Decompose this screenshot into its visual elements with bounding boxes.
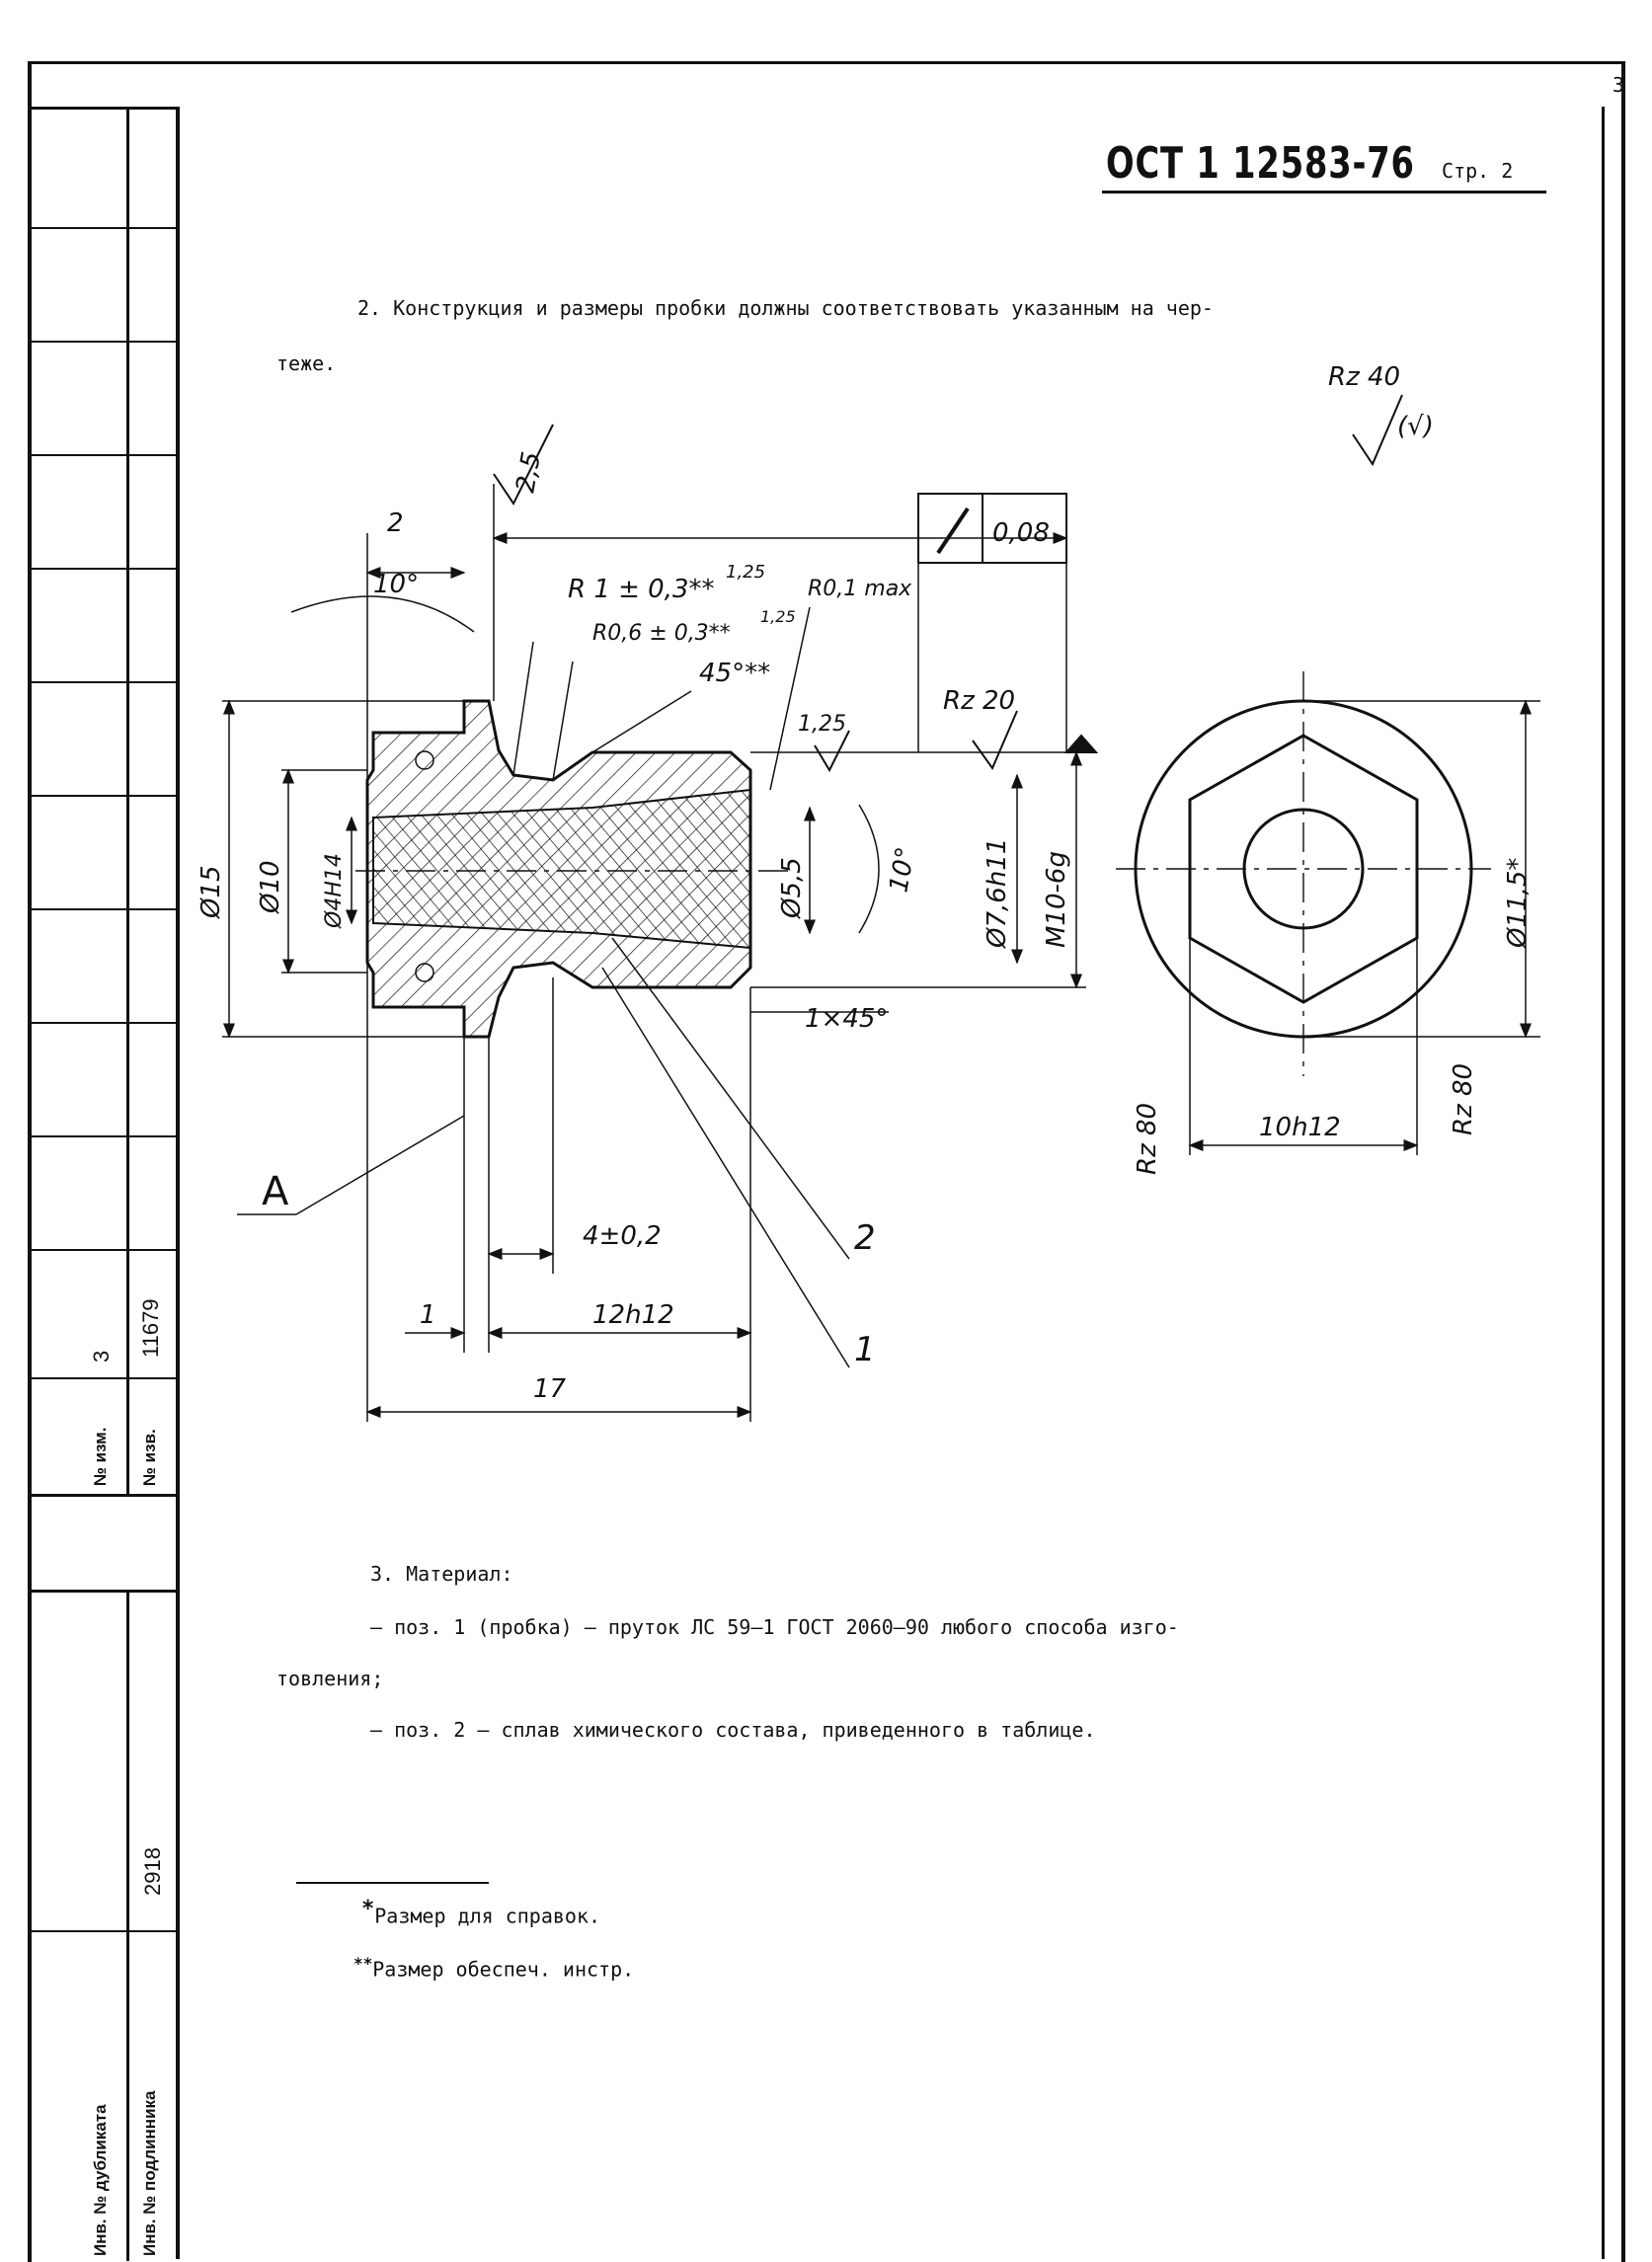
label-flatness: 0,08 <box>992 518 1050 548</box>
label-pos1: 1 <box>854 1330 876 1369</box>
label-original: Инв. № подлинника <box>140 2090 159 2256</box>
label-45: 45°** <box>699 659 770 688</box>
label-10deg: 10° <box>373 570 419 599</box>
label-r1-rough: 1,25 <box>726 562 765 583</box>
header-underline <box>1102 191 1546 194</box>
inv-no: 2918 <box>140 1847 165 1896</box>
label-d15: Ø15 <box>197 865 226 919</box>
label-r06: R0,6 ± 0,3** <box>592 621 731 646</box>
page-label: Стр. 2 <box>1442 159 1514 183</box>
label-r06-rough: 1,25 <box>760 607 796 626</box>
footnote-2-mark: ** <box>354 1954 373 1973</box>
label-rz40-alt: (√) <box>1397 412 1434 441</box>
footnote-1-mark: * <box>361 1897 375 1921</box>
standard-code: ОСТ 1 12583-76 <box>1106 138 1415 189</box>
label-rz20: Rz 20 <box>943 686 1015 716</box>
paragraph3-item2: – поз. 2 – сплав химического состава, пр… <box>370 1718 1096 1742</box>
label-d76: Ø7,6h11 <box>983 838 1012 949</box>
label-r1: R 1 ± 0,3** <box>568 575 715 604</box>
label-1: 1 <box>420 1300 436 1330</box>
label-hex: 10h12 <box>1259 1113 1341 1142</box>
label-17: 17 <box>533 1374 567 1404</box>
label-125: 1,25 <box>798 712 846 737</box>
label-view-a: А <box>262 1169 289 1214</box>
label-d115: Ø11,5* <box>1503 858 1533 949</box>
paragraph2-line1: 2. Конструкция и размеры пробки должны с… <box>357 296 1214 320</box>
label-10deg-b: 10° <box>884 845 921 896</box>
footnote-2-text: Размер обеспеч. инстр. <box>372 1957 635 1982</box>
drawing-labels: Rz 40 (√) 2,5 2 10° 0,08 R 1 ± 0,3** 1,2… <box>197 362 1533 1404</box>
footnote-separator <box>296 1882 489 1884</box>
footnote-1-text: Размер для справок. <box>374 1904 601 1928</box>
label-chamfer1: 1×45° <box>805 1004 888 1034</box>
label-d4: Ø4H14 <box>322 853 347 929</box>
footnote-2: **Размер обеспеч. инстр. <box>354 1950 634 1984</box>
label-12: 12h12 <box>592 1300 674 1330</box>
technical-drawing: Rz 40 (√) 2,5 2 10° 0,08 R 1 ± 0,3** 1,2… <box>197 362 1540 1422</box>
label-r01: R0,1 max <box>808 577 912 601</box>
paragraph3-item1-line1: – поз. 1 (пробка) – пруток ЛС 59–1 ГОСТ … <box>370 1615 1179 1639</box>
footnote-1: *Размер для справок. <box>361 1896 600 1930</box>
label-2-5: 2,5 <box>511 449 547 495</box>
sheet-number: 3 <box>1612 73 1624 97</box>
label-2: 2 <box>387 508 404 538</box>
paragraph3-title: 3. Материал: <box>370 1562 513 1586</box>
label-4: 4±0,2 <box>583 1221 662 1251</box>
inner-frame <box>176 107 1605 2259</box>
label-duplicate: Инв. № дубликата <box>91 2104 110 2256</box>
label-rz40: Rz 40 <box>1328 362 1400 392</box>
paragraph2-line2: теже. <box>276 351 337 375</box>
standard-header: ОСТ 1 12583-76 Стр. 2 <box>1106 138 1513 189</box>
insert-section <box>372 788 751 950</box>
label-pos2: 2 <box>854 1218 876 1258</box>
label-m10: M10-6g <box>1042 851 1071 948</box>
label-rz80b: Rz 80 <box>1449 1063 1478 1135</box>
label-rz80a: Rz 80 <box>1133 1103 1162 1175</box>
paragraph3-item1-line2: товления; <box>276 1667 384 1690</box>
outer-frame <box>28 61 1625 2262</box>
end-view <box>1116 671 1540 1155</box>
label-d55: Ø5,5 <box>777 857 807 919</box>
label-d10: Ø10 <box>256 860 285 914</box>
